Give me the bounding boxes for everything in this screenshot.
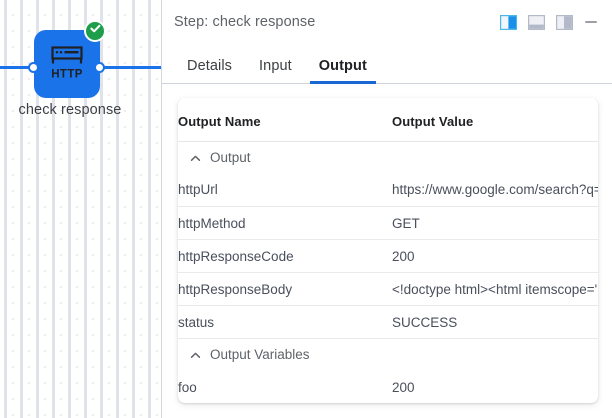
check-circle-icon [89,22,102,40]
http-server-icon: HTTP [48,44,86,85]
output-value-cell: https://www.google.com/search?q= [392,173,598,207]
output-value-cell: SUCCESS [392,305,598,339]
chevron-up-icon[interactable] [190,349,201,360]
layout-dock-bottom-icon[interactable] [528,14,546,30]
output-card: Output Name Output Value [178,98,598,403]
output-name-cell: httpResponseCode [178,239,392,273]
column-header-output-value: Output Value [392,98,598,142]
output-value-cell: 200 [392,379,415,395]
group-row-output[interactable]: Output [178,142,598,174]
tab-details[interactable]: Details [178,58,241,83]
tab-output[interactable]: Output [309,58,377,84]
table-row: foo 200 [178,371,598,404]
output-name-cell: httpResponseBody [178,272,392,306]
node-input-port[interactable] [28,62,39,73]
group-label: Output [210,150,251,166]
step-detail-panel: Step: check response [161,0,612,418]
node-status-badge [84,20,106,42]
table-row: status SUCCESS [178,305,598,339]
http-node[interactable]: HTTP [34,30,100,98]
output-value-cell: <!doctype html><html itemscope=' [392,272,598,306]
output-value-cell: 200 [392,239,598,273]
output-table-body: Output httpUrl https://www.google.com/se… [178,142,598,404]
layout-split-right-icon[interactable] [556,14,574,30]
group-label: Output Variables [210,347,310,363]
table-row: httpUrl https://www.google.com/search?q= [178,173,598,207]
output-name-cell: httpUrl [178,173,392,207]
minimize-icon[interactable] [584,15,598,29]
panel-header: Step: check response [162,0,612,44]
output-name-cell: httpMethod [178,206,392,240]
node-output-port[interactable] [94,62,105,73]
column-header-output-name: Output Name [178,98,392,142]
chevron-up-icon[interactable] [190,152,201,163]
panel-tabs: Details Input Output [162,44,612,84]
layout-split-left-icon[interactable] [500,14,518,30]
panel-header-actions [500,14,598,30]
table-row: httpResponseBody <!doctype html><html it… [178,272,598,306]
tab-input[interactable]: Input [250,58,301,83]
table-row: httpMethod GET [178,206,598,240]
table-header-row: Output Name Output Value [178,98,598,142]
output-name-cell: foo [178,379,197,395]
workflow-canvas[interactable]: HTTP check response [0,0,161,418]
output-name-cell: status [178,305,392,339]
output-table: Output Name Output Value [178,98,598,403]
panel-body: Output Name Output Value [162,84,612,418]
panel-title: Step: check response [174,14,316,30]
output-value-cell: GET [392,206,598,240]
table-row: httpResponseCode 200 [178,239,598,273]
group-row-output-variables[interactable]: Output Variables [178,339,598,371]
svg-text:HTTP: HTTP [51,68,83,80]
node-label: check response [18,102,122,118]
